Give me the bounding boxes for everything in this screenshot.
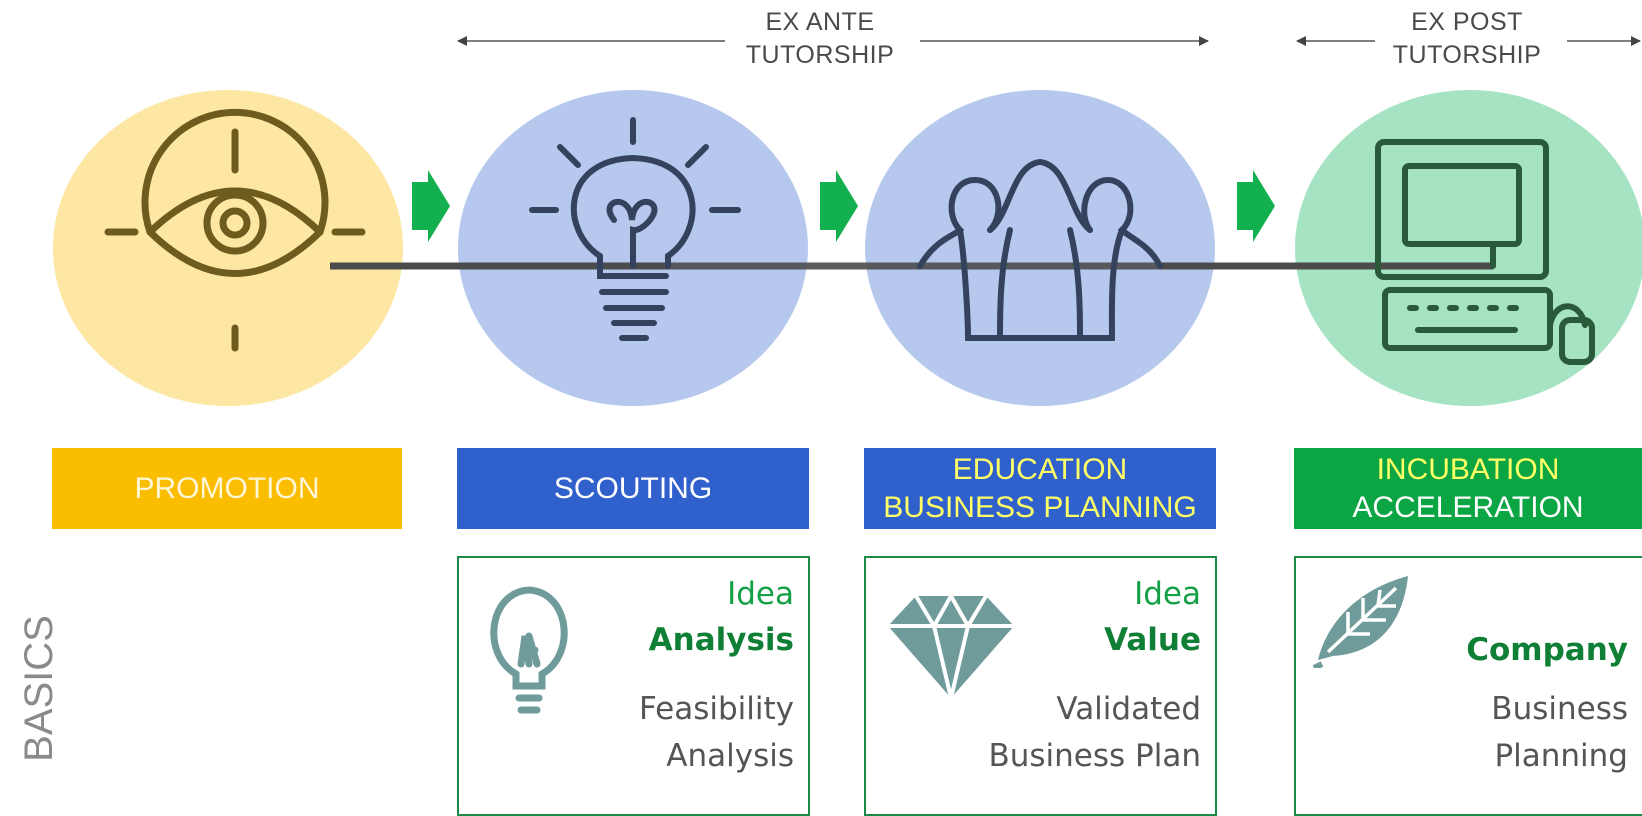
card-scouting-line3: Feasibility [639,691,794,727]
card-education-line3: Validated [1056,691,1201,727]
stage-label-incubation: INCUBATION ACCELERATION [1352,451,1583,527]
card-incubation-line4: Planning [1494,738,1628,774]
incubation-circle [1295,90,1642,406]
stage-label-promotion: PROMOTION [134,471,320,505]
process-flow-diagram [53,90,1642,406]
stage-label-incubation-line1: INCUBATION [1376,452,1560,486]
row-label-basics: BASICS [16,614,61,762]
computer-icon [1375,139,1595,365]
ex-post-tutorship-label: EX POST TUTORSHIP [1392,8,1542,69]
flow-arrow-2-icon [820,170,858,242]
education-circle [865,90,1215,406]
ex-ante-tutorship-label: EX ANTE TUTORSHIP [745,8,895,69]
stage-band-promotion: PROMOTION [52,448,402,529]
card-scouting-line4: Analysis [666,738,794,774]
lightbulb-outline-icon [490,586,568,714]
card-education-line2: Value [1104,622,1201,658]
card-scouting-line1: Idea [727,576,794,612]
stage-label-scouting: SCOUTING [553,471,713,505]
stage-band-scouting: SCOUTING [457,448,809,529]
stage-band-incubation: INCUBATION ACCELERATION [1294,448,1642,529]
tutorship-arrows [457,36,1641,46]
card-incubation-line3: Business [1491,691,1628,727]
card-scouting-line2: Analysis [648,622,794,658]
eye-target-icon [104,108,366,352]
stage-band-education: EDUCATION BUSINESS PLANNING [864,448,1216,529]
people-group-icon [917,158,1163,341]
card-education-line4: Business Plan [988,738,1201,774]
card-incubation: Company Business Planning [1294,556,1642,816]
leaf-icon [1312,576,1408,668]
card-incubation-line2: Company [1466,632,1628,668]
card-scouting: Idea Analysis Feasibility Analysis [457,556,810,816]
lightbulb-icon [529,117,741,341]
card-education-line1: Idea [1134,576,1201,612]
flow-arrow-1-icon [412,170,450,242]
flow-arrow-3-icon [1237,170,1275,242]
diamond-icon [888,591,1014,699]
stage-label-education: EDUCATION BUSINESS PLANNING [883,452,1197,524]
stage-label-incubation-line2: ACCELERATION [1352,490,1584,524]
card-education: Idea Value Validated Business Plan [864,556,1217,816]
